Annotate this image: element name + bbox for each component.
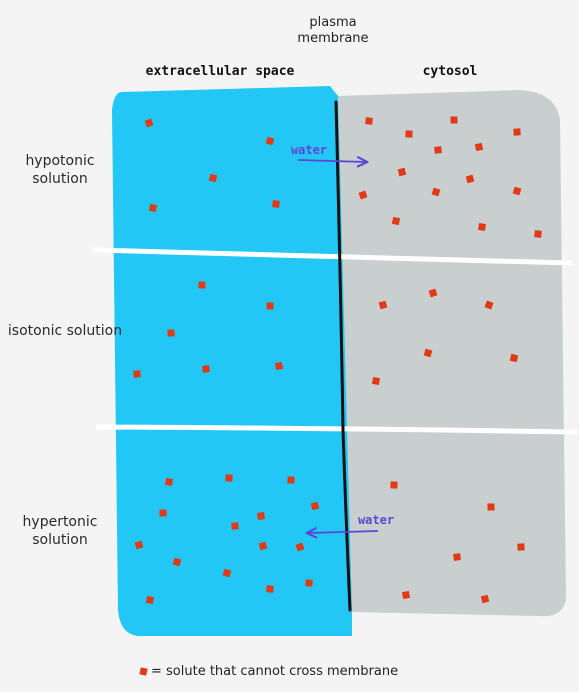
hypotonic-solution-label: hypotonic solution [25, 153, 95, 187]
solute-particle [512, 186, 522, 196]
solute-particle [434, 146, 442, 154]
solute-particle [167, 329, 175, 337]
solute-particle [258, 541, 268, 551]
solute-particle [208, 173, 218, 183]
solute-particle [266, 585, 274, 593]
solute-particle [295, 542, 305, 552]
solute-particle [431, 187, 441, 197]
solute-particle [305, 579, 313, 587]
solute-particle [480, 594, 490, 604]
solute-particle [134, 540, 144, 550]
hypertonic-solution-label: hypertonic solution [22, 514, 98, 548]
solute-particle [144, 118, 154, 128]
solute-particle [474, 142, 484, 152]
extracellular-space-header: extracellular space [145, 64, 295, 79]
cytosol-region [338, 90, 566, 617]
solute-particle [274, 361, 284, 371]
solute-particle [517, 543, 525, 551]
solute-particle [378, 300, 388, 310]
solute-particle [272, 200, 280, 208]
solute-particle [477, 222, 487, 232]
water-arrow-in [297, 160, 366, 162]
solute-particle [390, 481, 398, 489]
cytosol-header: cytosol [422, 64, 478, 79]
solute-particle [371, 376, 381, 386]
solute-particle [428, 288, 438, 298]
solute-particle [509, 353, 519, 363]
isotonic-solution-label: isotonic solution [7, 323, 123, 339]
solute-particle [222, 568, 232, 578]
solute-particle [397, 167, 407, 177]
solute-particle [266, 302, 274, 310]
water-arrow-out [308, 531, 379, 533]
solute-particle [484, 300, 494, 310]
solute-particle [465, 174, 475, 184]
solute-particle [365, 117, 373, 125]
divider-top [91, 247, 573, 266]
solute-particle [310, 501, 320, 511]
extracellular-region [112, 86, 352, 636]
solute-particle [423, 348, 433, 358]
solute-particle [265, 136, 275, 146]
water-label-out: water [357, 513, 395, 527]
solute-particle [534, 230, 542, 238]
solute-particle [513, 128, 521, 136]
legend-text: = solute that cannot cross membrane [151, 664, 399, 679]
solute-particle [133, 370, 141, 378]
solute-particle [165, 478, 173, 486]
solute-particle [358, 190, 368, 200]
solute-particles [133, 116, 542, 605]
solute-particle [159, 509, 167, 517]
solute-particle [453, 553, 461, 561]
legend: = solute that cannot cross membrane [139, 664, 399, 679]
divider-bottom [95, 424, 578, 435]
solute-particle [225, 474, 233, 482]
solute-swatch-icon [139, 667, 148, 676]
solute-particle [198, 281, 206, 289]
plasma-membrane-line [334, 100, 352, 612]
solute-particle [391, 216, 401, 226]
plasma-membrane-label: plasma membrane [297, 15, 369, 47]
solute-particle [487, 503, 495, 511]
solute-particle [231, 522, 239, 530]
solute-particle [287, 476, 295, 484]
solute-particle [145, 595, 155, 605]
solute-particle [172, 557, 182, 567]
solute-particle [257, 512, 265, 520]
solute-particle [401, 590, 411, 600]
water-label-in: water [290, 143, 328, 157]
solute-particle [201, 364, 211, 374]
solute-particle [148, 203, 158, 213]
solute-particle [405, 130, 413, 138]
solute-particle [450, 116, 458, 124]
